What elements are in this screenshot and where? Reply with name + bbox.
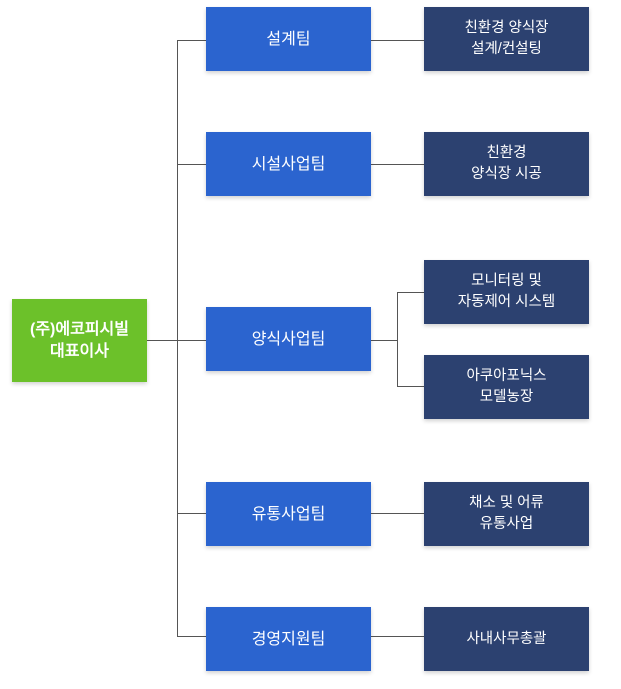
function-connector-3: [371, 340, 398, 341]
function-line-2: 자동제어 시스템: [457, 294, 556, 310]
function-connector-2: [371, 164, 424, 165]
team-box-aquaculture: 양식사업팀: [206, 307, 371, 371]
team-box-management: 경영지원팀: [206, 607, 371, 671]
function-connector-4: [371, 513, 424, 514]
function-box-construction: 친환경 양식장 시공: [424, 132, 589, 196]
function-line-2: 유통사업: [479, 516, 534, 532]
team-box-design: 설계팀: [206, 7, 371, 71]
function-connector-5: [371, 636, 424, 637]
function-branch-line: [397, 292, 398, 387]
root-connector: [147, 340, 178, 341]
team-label-distribution: 유통사업팀: [251, 505, 326, 523]
team-label-design: 설계팀: [266, 30, 311, 48]
team-label-management: 경영지원팀: [251, 630, 326, 648]
function-line-1: 모니터링 및: [471, 273, 542, 289]
function-line-1: 채소 및 어류: [469, 495, 544, 511]
function-connector-3b: [397, 386, 424, 387]
function-box-office-admin: 사내사무총괄: [424, 607, 589, 671]
function-box-design-consulting: 친환경 양식장 설계/컨설팅: [424, 7, 589, 71]
function-line-2: 양식장 시공: [471, 166, 542, 182]
function-line-1: 친환경 양식장: [464, 20, 549, 36]
function-line-1: 아쿠아포닉스: [466, 368, 547, 384]
team-connector-1: [177, 40, 206, 41]
ceo-box: (주)에코피시빌 대표이사: [12, 299, 147, 382]
function-connector-1: [371, 40, 424, 41]
team-connector-3: [177, 340, 206, 341]
function-line-2: 설계/컨설팅: [471, 41, 542, 57]
ceo-title: 대표이사: [50, 342, 109, 360]
function-line-1: 친환경: [486, 145, 527, 161]
team-connector-2: [177, 164, 206, 165]
team-box-facility: 시설사업팀: [206, 132, 371, 196]
function-box-aquaponics: 아쿠아포닉스 모델농장: [424, 355, 589, 419]
team-label-aquaculture: 양식사업팀: [251, 330, 326, 348]
team-label-facility: 시설사업팀: [251, 155, 326, 173]
function-connector-3a: [397, 292, 424, 293]
team-connector-5: [177, 636, 206, 637]
function-box-monitoring: 모니터링 및 자동제어 시스템: [424, 260, 589, 324]
function-line-2: 모델농장: [479, 389, 534, 405]
ceo-company-name: (주)에코피시빌: [30, 320, 129, 338]
main-trunk-line: [177, 40, 178, 637]
team-connector-4: [177, 513, 206, 514]
function-box-distribution: 채소 및 어류 유통사업: [424, 482, 589, 546]
team-box-distribution: 유통사업팀: [206, 482, 371, 546]
function-line-1: 사내사무총괄: [466, 630, 547, 647]
